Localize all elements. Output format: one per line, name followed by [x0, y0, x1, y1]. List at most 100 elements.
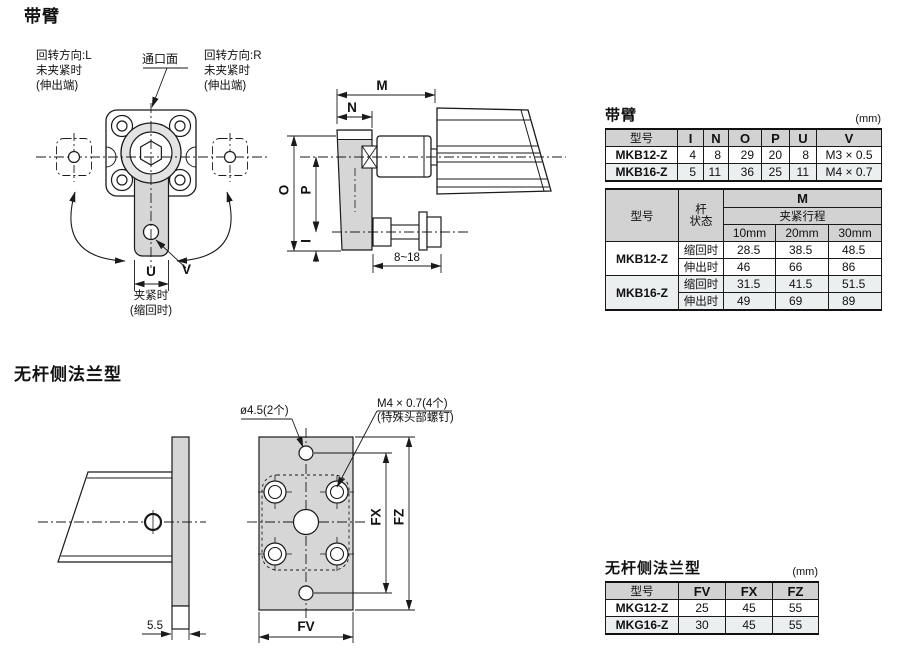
- dim-label-I: I: [298, 239, 314, 243]
- table-row: MKB12-Z 4 8 29 20 8 M3 × 0.5: [605, 146, 882, 164]
- dim-label-FZ: FZ: [391, 508, 407, 526]
- header-cell: 10mm: [723, 224, 776, 242]
- hole-dia-label: ø4.5(2个): [240, 405, 289, 417]
- header-cell: 型号: [605, 128, 678, 147]
- rotation-left-line2: 未夹紧时: [36, 65, 82, 77]
- dim-label-M: M: [376, 78, 388, 93]
- stroke-dimension-table: 型号 杆 状态 M 夹紧行程 10mm 20mm 30mm MKB12-Z 缩回…: [605, 188, 883, 311]
- table-row: MKB16-Z 5 11 36 25 11 M4 × 0.7: [605, 163, 882, 182]
- thickness-label: 5.5: [147, 620, 163, 632]
- flange-front-view-drawing: [241, 410, 452, 643]
- value-cell: 28.5: [723, 241, 776, 259]
- header-cell: I: [677, 128, 704, 147]
- dim-label-P: P: [298, 185, 314, 195]
- table-header-row: 型号 FV FX FZ: [605, 581, 819, 600]
- table-header-row: 夹紧行程: [606, 207, 883, 225]
- header-cell: FZ: [772, 581, 819, 600]
- value-cell: 11: [789, 163, 817, 182]
- rotation-left-line1: 回转方向:L: [36, 50, 92, 62]
- model-cell: MKG16-Z: [605, 616, 679, 635]
- dim-label-V: V: [182, 262, 192, 277]
- header-cell: O: [728, 128, 762, 147]
- arm-front-view-drawing: [36, 67, 268, 291]
- value-cell: 89: [827, 292, 883, 311]
- flange-table-titlebar: 无杆侧法兰型 (mm): [605, 557, 818, 578]
- table-row: 伸出时 46 66 86: [606, 258, 883, 276]
- stroke-table: 型号 杆 状态 M 夹紧行程 10mm 20mm 30mm MKB12-Z 缩回…: [605, 188, 883, 311]
- value-cell: 86: [827, 258, 883, 276]
- value-cell: 5: [677, 163, 704, 182]
- value-cell: 69: [775, 292, 829, 311]
- leader-V: [155, 239, 187, 269]
- flange-dimension-table: 无杆侧法兰型 (mm) 型号 FV FX FZ MKG12-Z 25 45 55…: [605, 557, 819, 635]
- value-cell: M4 × 0.7: [816, 163, 882, 182]
- clamped-note-line1: 夹紧时: [133, 290, 169, 302]
- value-cell: 41.5: [775, 275, 829, 293]
- thread-note: (特殊头部螺钉): [377, 412, 454, 424]
- header-cell: 夹紧行程: [722, 207, 883, 225]
- header-cell: U: [789, 128, 817, 147]
- piston-roller: [376, 135, 432, 178]
- dim-label-U: U: [146, 264, 156, 279]
- arm-table-titlebar: 带臂 (mm): [605, 104, 881, 125]
- value-cell: 55: [772, 616, 819, 635]
- value-cell: 49: [723, 292, 776, 311]
- dim-label-N: N: [347, 100, 357, 115]
- model-cell: MKB16-Z: [605, 163, 678, 182]
- header-cell: N: [703, 128, 729, 147]
- model-cell: MKB12-Z: [605, 241, 679, 276]
- header-cell: 型号: [605, 581, 679, 600]
- dim-label-FV: FV: [297, 619, 315, 634]
- flange-plate-side: [171, 436, 190, 607]
- flange-table: 型号 FV FX FZ MKG12-Z 25 45 55 MKG16-Z 30 …: [605, 581, 819, 635]
- rotation-right-line1: 回转方向:R: [204, 50, 262, 62]
- port-face-label: 通口面: [142, 52, 179, 66]
- rotation-left-line3: (伸出端): [36, 80, 79, 92]
- dim-label-O: O: [276, 184, 292, 196]
- value-cell: 36: [728, 163, 762, 182]
- value-cell: 29: [728, 146, 762, 164]
- flange-side-view-drawing: [38, 436, 206, 640]
- value-cell: 45: [725, 599, 773, 617]
- rod-state-line1: 杆: [695, 203, 707, 216]
- header-cell: M: [722, 188, 883, 208]
- rotation-right-note: 回转方向:R 未夹紧时 (伸出端): [204, 49, 262, 94]
- value-cell: 38.5: [775, 241, 829, 259]
- value-cell: 55: [772, 599, 819, 617]
- swing-arc-left: [69, 191, 126, 264]
- through-hole-top: [298, 445, 314, 461]
- model-cell: MKG12-Z: [605, 599, 679, 617]
- value-cell: 25: [761, 163, 790, 182]
- rotation-left-note: 回转方向:L 未夹紧时 (伸出端): [36, 49, 92, 94]
- value-cell: 48.5: [827, 241, 883, 259]
- value-cell: 4: [677, 146, 704, 164]
- mounting-bolts: [110, 114, 192, 192]
- header-cell: 30mm: [827, 224, 883, 242]
- rotation-right-line3: (伸出端): [204, 80, 247, 92]
- header-cell: P: [761, 128, 790, 147]
- state-cell: 缩回时: [678, 275, 724, 293]
- state-cell: 伸出时: [678, 258, 724, 276]
- center-hole: [292, 508, 320, 536]
- header-cell: V: [816, 128, 882, 147]
- value-cell: 20: [761, 146, 790, 164]
- table-header-row: 型号 杆 状态 M: [605, 188, 883, 242]
- arm-side-view-drawing: [287, 89, 566, 273]
- table-row: MKB16-Z 缩回时 31.5 41.5 51.5: [605, 275, 883, 311]
- state-cell: 伸出时: [678, 292, 724, 311]
- value-cell: 66: [775, 258, 829, 276]
- swing-arc-right: [176, 191, 233, 264]
- value-cell: 11: [703, 163, 729, 182]
- leader-thread: [336, 410, 378, 488]
- rotation-right-line2: 未夹紧时: [204, 65, 250, 77]
- rod-state-line2: 状态: [689, 215, 713, 228]
- header-cell: 杆 状态: [678, 188, 724, 242]
- value-cell: 51.5: [827, 275, 883, 293]
- model-cell: MKB12-Z: [605, 146, 678, 164]
- value-cell: 46: [723, 258, 776, 276]
- header-cell: FX: [725, 581, 773, 600]
- value-cell: 31.5: [723, 275, 776, 293]
- header-cell: 型号: [605, 188, 679, 242]
